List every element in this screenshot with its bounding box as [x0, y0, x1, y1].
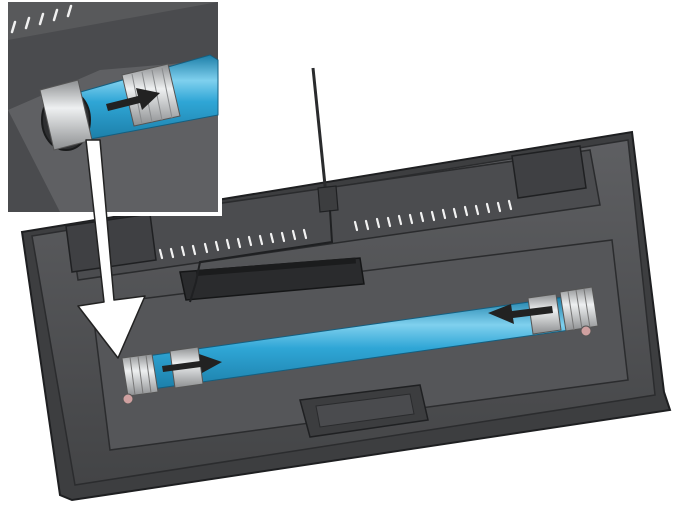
insertion-direction-arrow	[162, 304, 553, 373]
vent-slots	[158, 199, 513, 260]
inset-arrow-icon	[106, 88, 160, 111]
pointer-arrow-icon	[77, 139, 146, 359]
right-endcap	[527, 286, 599, 337]
tube-endcap-detail	[4, 0, 222, 216]
